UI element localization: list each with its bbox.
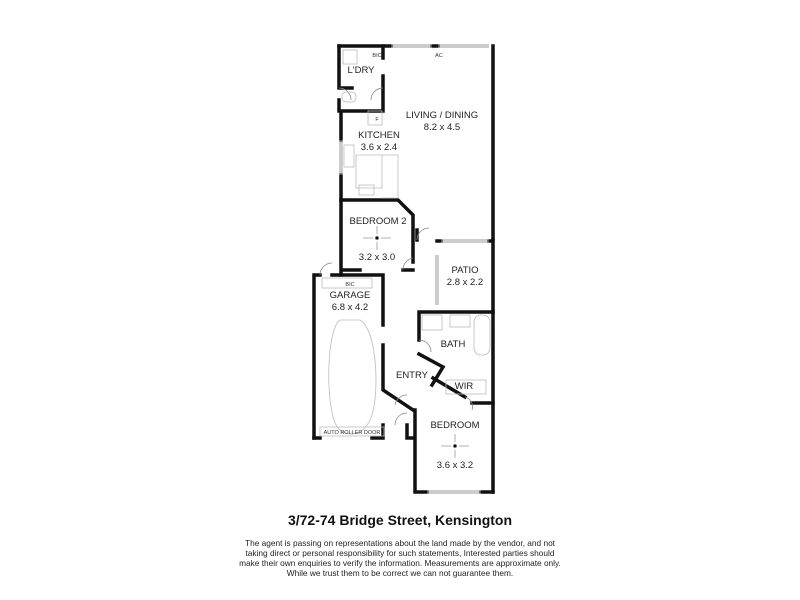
room-size-bedroom-2: 3.2 x 3.0 xyxy=(358,252,396,263)
room-label-laundry: L'DRY xyxy=(347,65,375,76)
windows xyxy=(339,44,489,494)
room-label-entry: ENTRY xyxy=(395,370,429,381)
fixtures xyxy=(319,49,491,437)
room-label-garage: GARAGE xyxy=(329,290,371,301)
room-label-wir: WIR xyxy=(454,381,474,392)
disclaimer: The agent is passing on representations … xyxy=(0,538,800,578)
bic-garage-label: BIC xyxy=(345,282,355,288)
room-size-kitchen: 3.6 x 2.4 xyxy=(360,142,398,153)
roller-door-label: AUTO ROLLER DOOR xyxy=(323,430,381,436)
room-label-bedroom-2: BEDROOM 2 xyxy=(349,216,407,227)
room-label-patio: PATIO xyxy=(451,265,479,276)
ceiling-fan-icons xyxy=(363,226,469,458)
ac-label: AC xyxy=(435,53,443,59)
disclaimer-line: taking direct or personal responsibility… xyxy=(245,548,555,558)
room-size-garage: 6.8 x 4.2 xyxy=(331,302,369,313)
room-size-bedroom: 3.6 x 3.2 xyxy=(436,460,474,471)
disclaimer-line: make their own enquiries to verify the i… xyxy=(239,558,561,568)
bic-laundry-label: BIC xyxy=(372,53,382,59)
disclaimer-line: The agent is passing on representations … xyxy=(245,538,555,548)
room-label-living: LIVING / DINING xyxy=(405,110,479,121)
room-label-bath: BATH xyxy=(440,339,466,350)
property-address: 3/72-74 Bridge Street, Kensington xyxy=(287,512,513,528)
fridge-label: F xyxy=(375,117,379,123)
disclaimer-line: While we trust them to be correct we can… xyxy=(286,568,514,578)
room-label-kitchen: KITCHEN xyxy=(358,130,400,141)
room-label-bedroom: BEDROOM xyxy=(430,420,480,431)
room-size-living: 8.2 x 4.5 xyxy=(423,122,461,133)
room-size-patio: 2.8 x 2.2 xyxy=(446,277,484,288)
doors xyxy=(319,87,473,426)
walls xyxy=(312,44,495,494)
